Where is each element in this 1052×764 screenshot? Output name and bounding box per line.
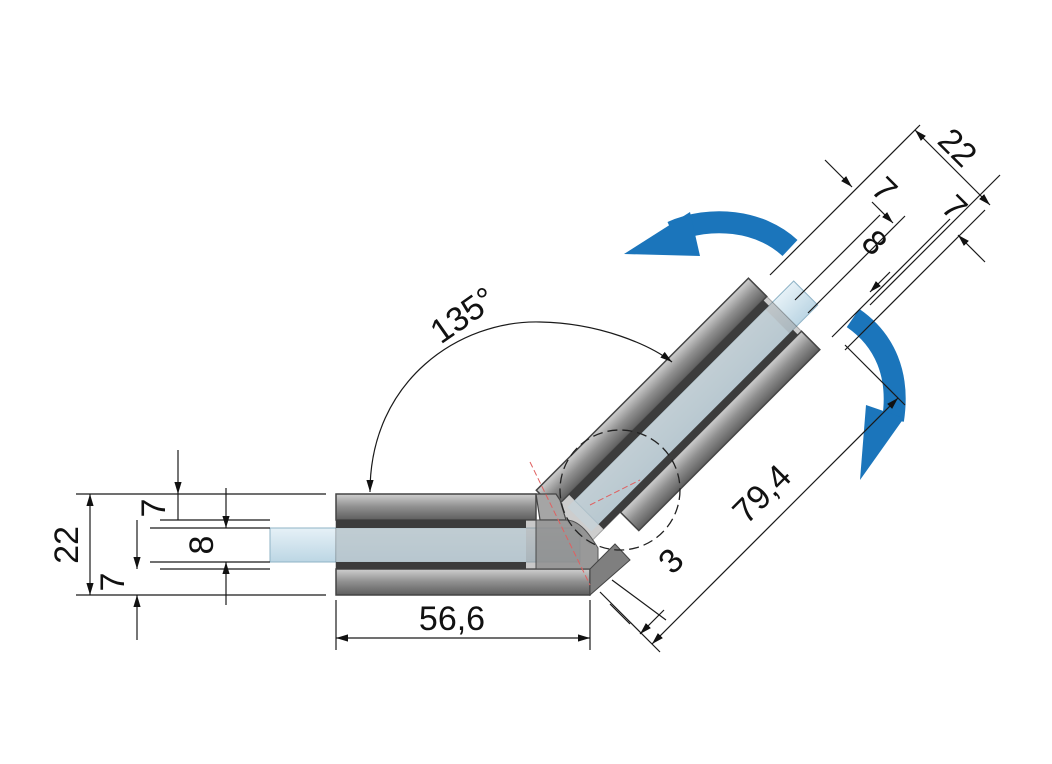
left-gasket-bottom [336,562,526,569]
left-glass-gap-dim: 8 [183,536,221,555]
diagonal-length-label: 79,4 [725,457,799,531]
angled-clamp [535,277,821,545]
glass-offset-label: 3 [651,541,691,581]
horizontal-clamp [269,493,591,596]
left-overall-height: 22 [48,526,86,564]
bottom-length-label: 56,6 [419,600,485,638]
right-overall-height: 22 [930,121,984,175]
left-top-plate [335,493,537,521]
left-bottom-plate-dim: 7 [94,573,132,592]
left-gasket-top [336,520,526,528]
left-bottom-plate [335,568,591,596]
right-plate-b-dim: 7 [934,188,974,228]
right-glass-gap-dim: 8 [854,223,894,263]
left-dimensions: 22 7 7 8 [48,450,326,640]
bottom-length-dimension: 56,6 [335,600,591,650]
rotation-arrow-upper [624,211,798,257]
angle-label: 135° [424,280,503,351]
left-top-plate-dim: 7 [135,499,173,518]
